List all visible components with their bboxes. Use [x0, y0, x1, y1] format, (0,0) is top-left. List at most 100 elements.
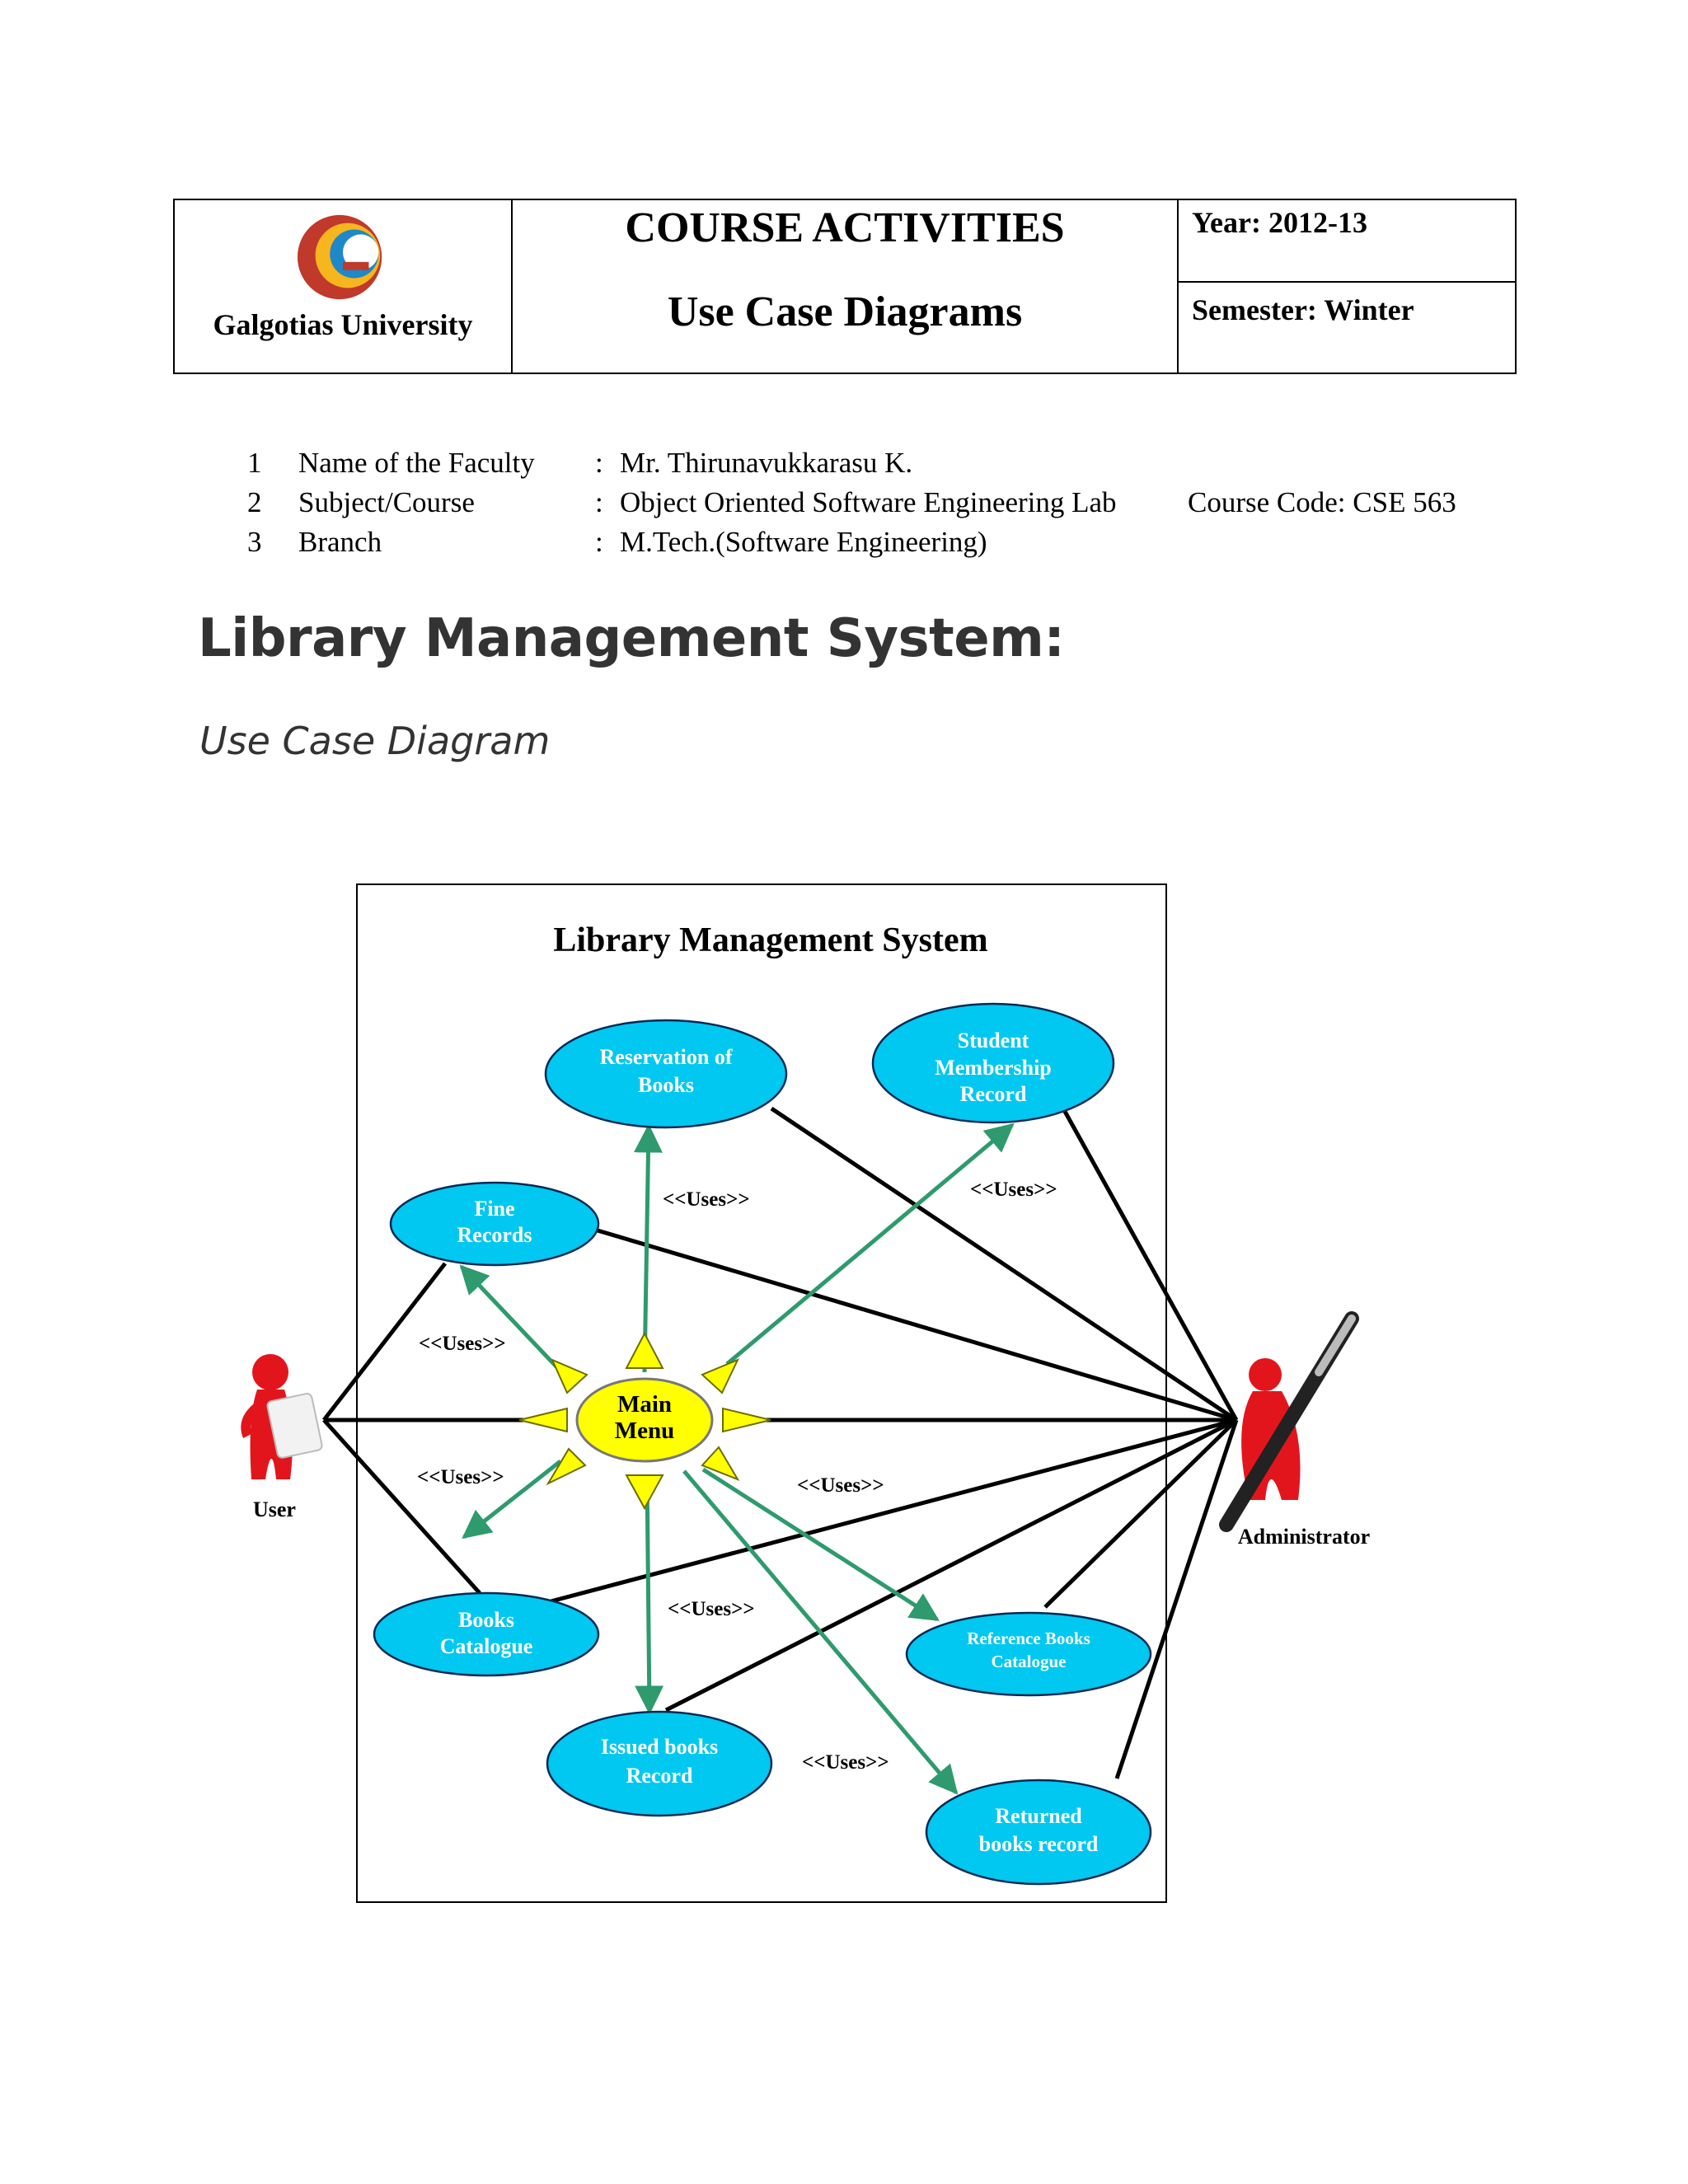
ray-up-right: [701, 1358, 740, 1394]
usecase-reservation: Reservation of Books: [544, 1019, 788, 1129]
ray-up: [625, 1331, 664, 1369]
assoc-user-fine: [322, 1262, 447, 1422]
user-figure-head: [252, 1354, 288, 1390]
info-number: 3: [247, 526, 262, 558]
ray-right: [722, 1407, 771, 1433]
usecase-reference: Reference Books Catalogue: [905, 1611, 1152, 1697]
university-name: Galgotias University: [213, 308, 473, 341]
info-separator: :: [595, 447, 603, 479]
info-number: 2: [247, 486, 262, 518]
usecase-label: Membership: [935, 1056, 1052, 1080]
info-label: Branch: [298, 526, 382, 558]
usecase-ellipse: [905, 1611, 1152, 1697]
main-menu-node: Main Menu: [575, 1377, 714, 1463]
assoc-user-catalogue: [322, 1418, 481, 1595]
usecase-ellipse: [546, 1710, 773, 1817]
uses-arrow-issued: [635, 1474, 664, 1715]
uses-label: <<Uses>>: [797, 1474, 884, 1497]
usecase-label: Reference Books: [967, 1629, 1090, 1648]
usecase-returned: Returned books record: [925, 1779, 1152, 1886]
header-logo-cell: Galgotias University: [175, 200, 513, 373]
header-title-cell: COURSE ACTIVITIES Use Case Diagrams: [513, 200, 1179, 373]
admin-actor-label: Administrator: [1238, 1525, 1370, 1549]
info-value: M.Tech.(Software Engineering): [620, 526, 987, 558]
usecase-membership: Student Membership Record: [871, 1002, 1115, 1124]
usecase-fine: Fine Records: [389, 1181, 600, 1267]
uses-label: <<Uses>>: [663, 1188, 750, 1211]
usecase-label: Catalogue: [440, 1634, 533, 1658]
uses-label: <<Uses>>: [802, 1751, 889, 1774]
usecase-catalogue: Books Catalogue: [373, 1591, 600, 1677]
page-heading: Library Management System:: [198, 608, 1065, 669]
info-label: Subject/Course: [298, 486, 475, 518]
uses-label: <<Uses>>: [970, 1179, 1057, 1201]
main-menu-rays: [518, 1331, 771, 1511]
assoc-admin-reservation: [770, 1106, 1238, 1422]
info-separator: :: [595, 526, 603, 558]
usecase-label: books record: [979, 1832, 1099, 1856]
info-number: 1: [247, 447, 262, 479]
uses-arrow-catalogue: [462, 1460, 562, 1540]
administrator-actor: Administrator: [1219, 1311, 1370, 1549]
assoc-admin-issued: [664, 1418, 1238, 1713]
ray-down-left: [546, 1447, 587, 1486]
header-meta-cell: Year: 2012-13 Semester: Winter: [1179, 200, 1515, 373]
main-menu-line-2: Menu: [615, 1418, 675, 1444]
usecase-label: Reservation of: [599, 1045, 732, 1069]
system-title: Library Management System: [553, 921, 987, 959]
user-actor: User: [241, 1354, 323, 1521]
usecase-ellipse: [373, 1591, 600, 1677]
association-lines: [322, 1106, 1239, 1779]
usecase-ellipse: [871, 1002, 1115, 1124]
usecase-label: Record: [626, 1764, 693, 1788]
header-table: Galgotias University COURSE ACTIVITIES U…: [173, 199, 1517, 374]
university-logo: [297, 214, 382, 300]
usecase-issued: Issued books Record: [546, 1710, 773, 1817]
usecase-label: Record: [960, 1082, 1027, 1106]
main-menu-line-1: Main: [617, 1391, 672, 1418]
ray-left: [518, 1407, 568, 1433]
user-figure-paper: [266, 1393, 323, 1459]
usecase-label: Books: [458, 1608, 514, 1632]
info-label: Name of the Faculty: [298, 447, 535, 479]
course-code: Course Code: CSE 563: [1188, 486, 1456, 518]
uses-label: <<Uses>>: [417, 1466, 504, 1488]
use-cases: Reservation of Books Student Membership …: [373, 1002, 1152, 1886]
uses-label: <<Uses>>: [419, 1333, 506, 1355]
uses-arrows: [459, 1122, 1015, 1795]
admin-figure-pen-cap: [1315, 1315, 1356, 1376]
user-actor-label: User: [253, 1497, 296, 1521]
info-value: Mr. Thirunavukkarasu K.: [620, 447, 913, 479]
uses-labels: <<Uses>> <<Uses>> <<Uses>> <<Uses>> <<Us…: [417, 1179, 1057, 1774]
course-activities-title: COURSE ACTIVITIES: [625, 204, 1065, 251]
usecase-label: Student: [958, 1029, 1029, 1052]
main-menu-ellipse: [575, 1377, 714, 1463]
usecase-ellipse: [389, 1181, 600, 1267]
assoc-admin-returned: [1114, 1419, 1239, 1779]
usecase-label: Returned: [995, 1804, 1082, 1828]
year-row: Year: 2012-13: [1179, 200, 1515, 283]
ray-down-right: [701, 1446, 740, 1482]
ray-down: [625, 1474, 664, 1511]
uses-arrow-reference: [701, 1467, 940, 1622]
uses-arrow-fine: [459, 1264, 569, 1380]
usecase-label: Fine: [474, 1197, 514, 1221]
semester-text: Semester: Winter: [1192, 293, 1414, 326]
page-subheading: Use Case Diagram: [199, 719, 551, 763]
uses-arrow-membership: [725, 1122, 1015, 1366]
admin-figure-head: [1249, 1358, 1282, 1391]
info-separator: :: [595, 486, 603, 518]
usecase-label: Issued books: [601, 1735, 718, 1759]
usecase-ellipse: [544, 1019, 788, 1129]
assoc-admin-reference: [1043, 1418, 1238, 1609]
assoc-admin-membership: [1061, 1107, 1239, 1422]
uses-label: <<Uses>>: [668, 1598, 755, 1620]
uses-arrow-reservation: [633, 1123, 663, 1373]
info-value: Object Oriented Software Engineering Lab: [620, 486, 1117, 518]
user-figure-arm: [241, 1401, 262, 1438]
usecase-label: Books: [638, 1073, 694, 1097]
year-text: Year: 2012-13: [1192, 206, 1367, 239]
assoc-admin-fine: [597, 1228, 1237, 1422]
usecase-label: Records: [457, 1223, 532, 1247]
